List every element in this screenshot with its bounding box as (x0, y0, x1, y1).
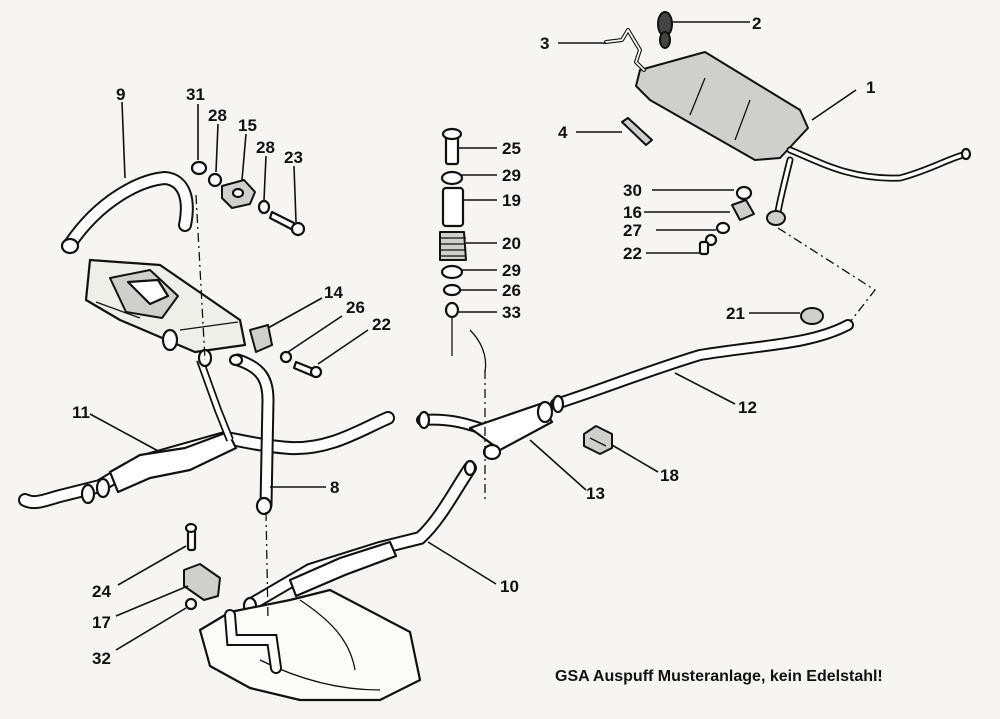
left-front-pipe (18, 358, 395, 510)
callout-11: 11 (72, 403, 90, 422)
intermediate-pipe (550, 319, 854, 414)
callout-29-upper: 29 (502, 166, 521, 185)
right-front-pipe (242, 459, 477, 616)
callout-4: 4 (558, 123, 568, 142)
manifold-hardware-set (190, 160, 306, 237)
callout-24: 24 (92, 582, 111, 601)
leader-lines (89, 21, 857, 651)
heater-hose-pipe (228, 353, 275, 516)
callout-32: 32 (92, 649, 111, 668)
y-pipe (416, 400, 554, 461)
hanger-bracket (604, 28, 646, 72)
callout-13: 13 (586, 484, 605, 503)
callout-labels: 1 2 3 4 30 16 27 22 21 12 18 13 10 25 29… (72, 14, 875, 668)
callout-15: 15 (238, 116, 257, 135)
callout-14: 14 (324, 283, 343, 302)
heat-exchanger-hose (60, 170, 194, 255)
end-plug (800, 307, 824, 325)
callout-19: 19 (502, 191, 521, 210)
callout-23: 23 (284, 148, 303, 167)
callout-20: 20 (502, 234, 521, 253)
callout-25: 25 (502, 139, 521, 158)
callout-27: 27 (623, 221, 642, 240)
callout-31: 31 (186, 85, 205, 104)
callout-3: 3 (540, 34, 549, 53)
callout-28-lower: 28 (256, 138, 275, 157)
clamp-hardware-set (698, 185, 755, 256)
rubber-strap (621, 117, 653, 146)
callout-22-left: 22 (372, 315, 391, 334)
pipe-clamp (583, 425, 613, 455)
exhaust-manifold (84, 258, 247, 368)
callout-8: 8 (330, 478, 339, 497)
rear-silencer (635, 51, 972, 226)
flange-gasket-set (249, 324, 323, 379)
lower-clamp-set (183, 522, 221, 611)
callout-9: 9 (116, 85, 125, 104)
callout-33: 33 (502, 303, 521, 322)
callout-28-upper: 28 (208, 106, 227, 125)
callout-12: 12 (738, 398, 757, 417)
mount-stack (439, 127, 467, 319)
callout-1: 1 (866, 78, 875, 97)
callout-10: 10 (500, 577, 519, 596)
callout-17: 17 (92, 613, 111, 632)
callout-22-right: 22 (623, 244, 642, 263)
rubber-mount (657, 11, 673, 49)
callout-26-center: 26 (502, 281, 521, 300)
callout-29-lower: 29 (502, 261, 521, 280)
callout-2: 2 (752, 14, 761, 33)
assembly-guidelines (195, 194, 876, 621)
lower-heat-exchanger (198, 588, 422, 702)
callout-16: 16 (623, 203, 642, 222)
caption: GSA Auspuff Musteranlage, kein Edelstahl… (555, 668, 883, 685)
callout-21: 21 (726, 304, 745, 323)
callout-18: 18 (660, 466, 679, 485)
callout-30: 30 (623, 181, 642, 200)
callout-26-left: 26 (346, 298, 365, 317)
